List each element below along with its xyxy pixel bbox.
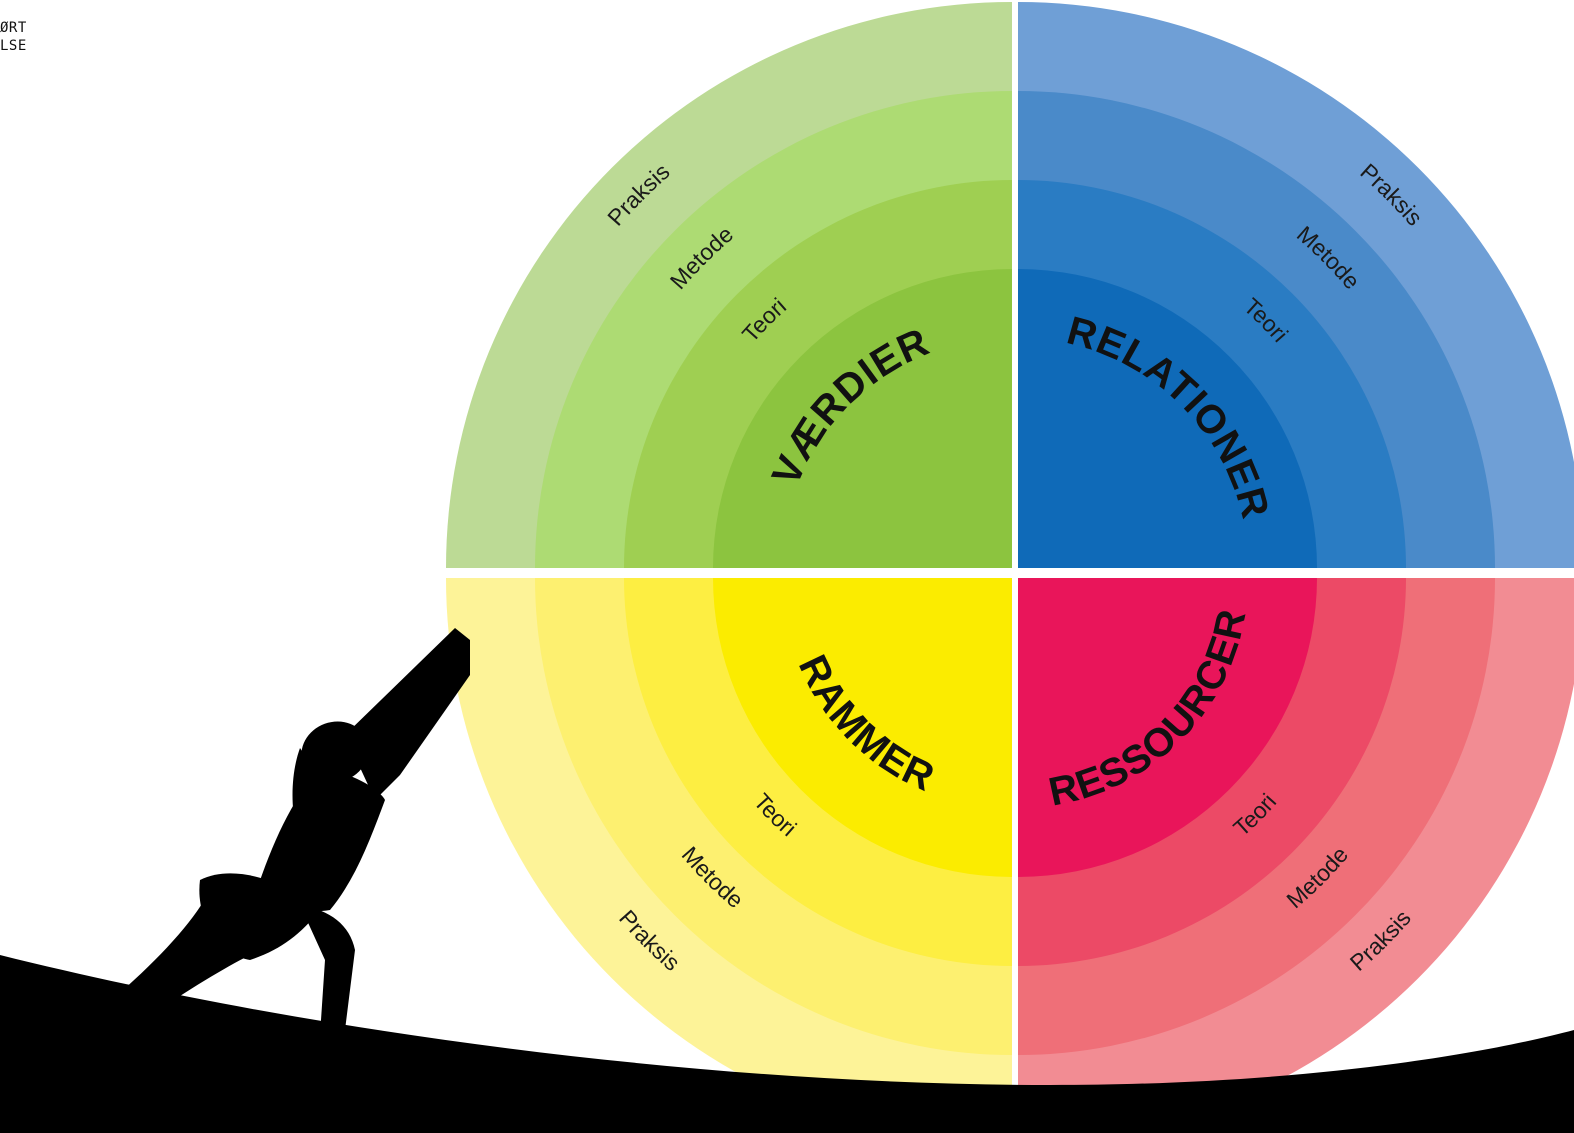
quadrant-ressourcer-ring-3: [1018, 578, 1317, 877]
quadrant-rammer-ring-3: [713, 578, 1012, 877]
corner-text-line-2: LSE: [0, 38, 27, 54]
quadrant-vaerdier-ring-3: [713, 269, 1012, 568]
ground-hill: [0, 955, 1574, 1133]
quadrant-layer: [446, 2, 1574, 1133]
quadrant-relationer-ring-3: [1018, 269, 1317, 568]
quadrant-vaerdier: [446, 2, 1012, 568]
quadrant-rammer: [446, 578, 1012, 1133]
person-silhouette-icon: [20, 628, 470, 1095]
corner-text-line-1: ØRT: [0, 20, 27, 36]
quadrant-relationer: [1018, 2, 1574, 568]
quadrant-ressourcer: [1018, 578, 1574, 1133]
